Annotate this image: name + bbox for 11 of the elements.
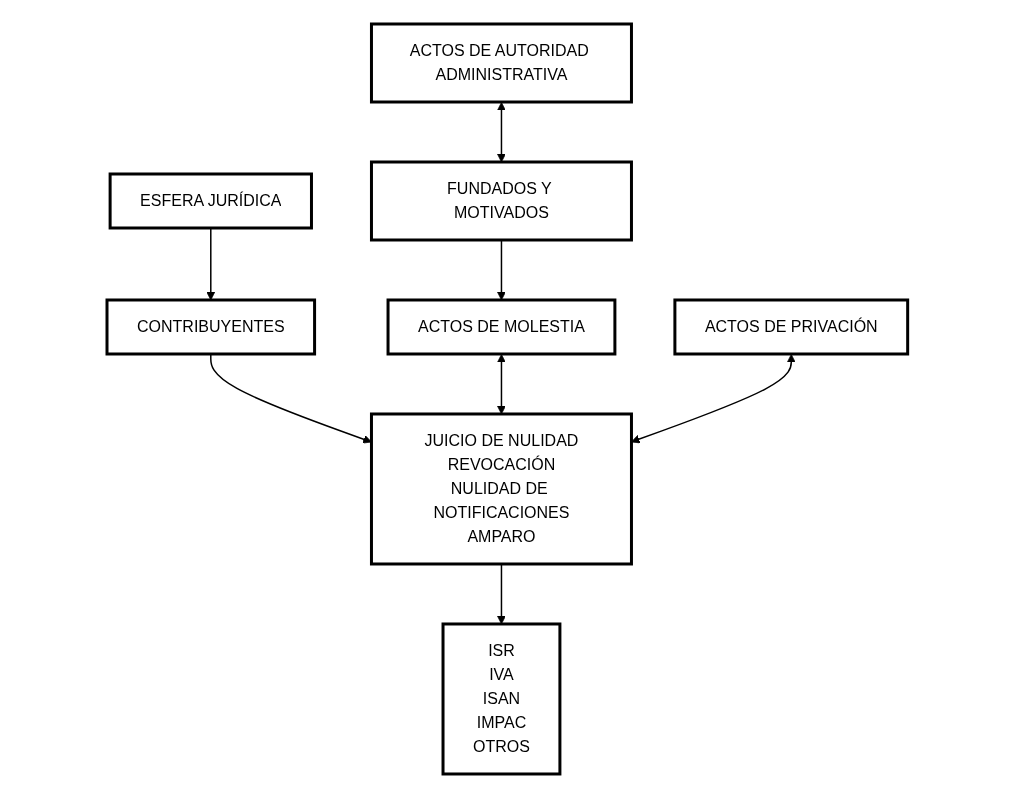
node-box: FUNDADOS Y MOTIVADOS <box>370 160 634 241</box>
arrow <box>497 101 506 162</box>
node-box: JUICIO DE NULIDAD REVOCACIÓN NULIDAD DE NOTIFICACIONES AMPARO <box>370 412 634 565</box>
node-box: ACTOS DE PRIVACIÓN <box>673 298 910 355</box>
node-box: CONTRIBUYENTES <box>105 298 317 355</box>
node-box: ISR IVA ISAN IMPAC OTROS <box>441 622 562 775</box>
arrow <box>497 353 506 414</box>
arrow <box>631 353 796 443</box>
node-box: ACTOS DE MOLESTIA <box>386 298 617 355</box>
node-box: ACTOS DE AUTORIDAD ADMINISTRATIVA <box>370 22 634 103</box>
node-box: ESFERA JURÍDICA <box>108 172 314 229</box>
